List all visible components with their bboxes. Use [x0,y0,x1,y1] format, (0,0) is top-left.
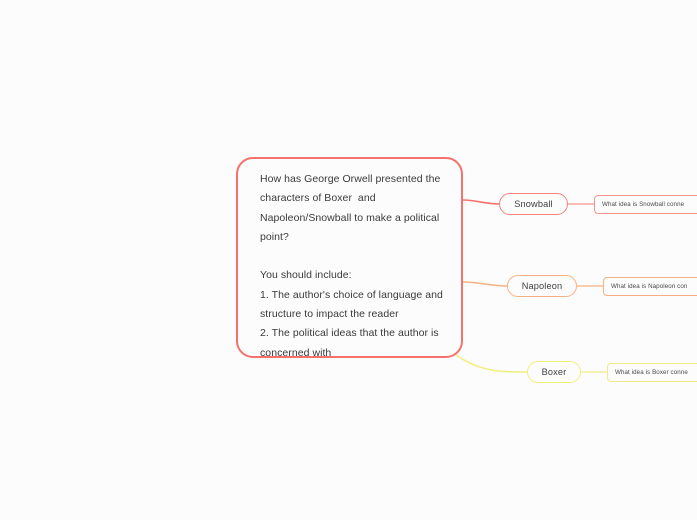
branch-node-snowball[interactable]: Snowball [499,193,568,215]
connector-root-snowball [462,199,500,205]
leaf-node-boxer-label: What idea is Boxer conne [615,369,688,376]
branch-node-napoleon[interactable]: Napoleon [507,275,577,297]
root-node[interactable]: How has George Orwell presented the char… [236,157,463,359]
leaf-node-napoleon-label: What idea is Napoleon con [611,283,688,290]
branch-node-snowball-label: Snowball [514,199,553,209]
leaf-node-napoleon[interactable]: What idea is Napoleon con [603,277,697,296]
connector-root-boxer [451,351,528,373]
branch-node-napoleon-label: Napoleon [521,281,563,291]
connector-root-napoleon [462,281,508,287]
leaf-node-boxer[interactable]: What idea is Boxer conne [607,363,697,382]
leaf-node-snowball-label: What idea is Snowball conne [602,201,685,208]
branch-node-boxer-label: Boxer [541,367,567,377]
branch-node-boxer[interactable]: Boxer [527,361,581,383]
leaf-node-snowball[interactable]: What idea is Snowball conne [594,195,697,214]
root-node-text: How has George Orwell presented the char… [260,173,443,359]
